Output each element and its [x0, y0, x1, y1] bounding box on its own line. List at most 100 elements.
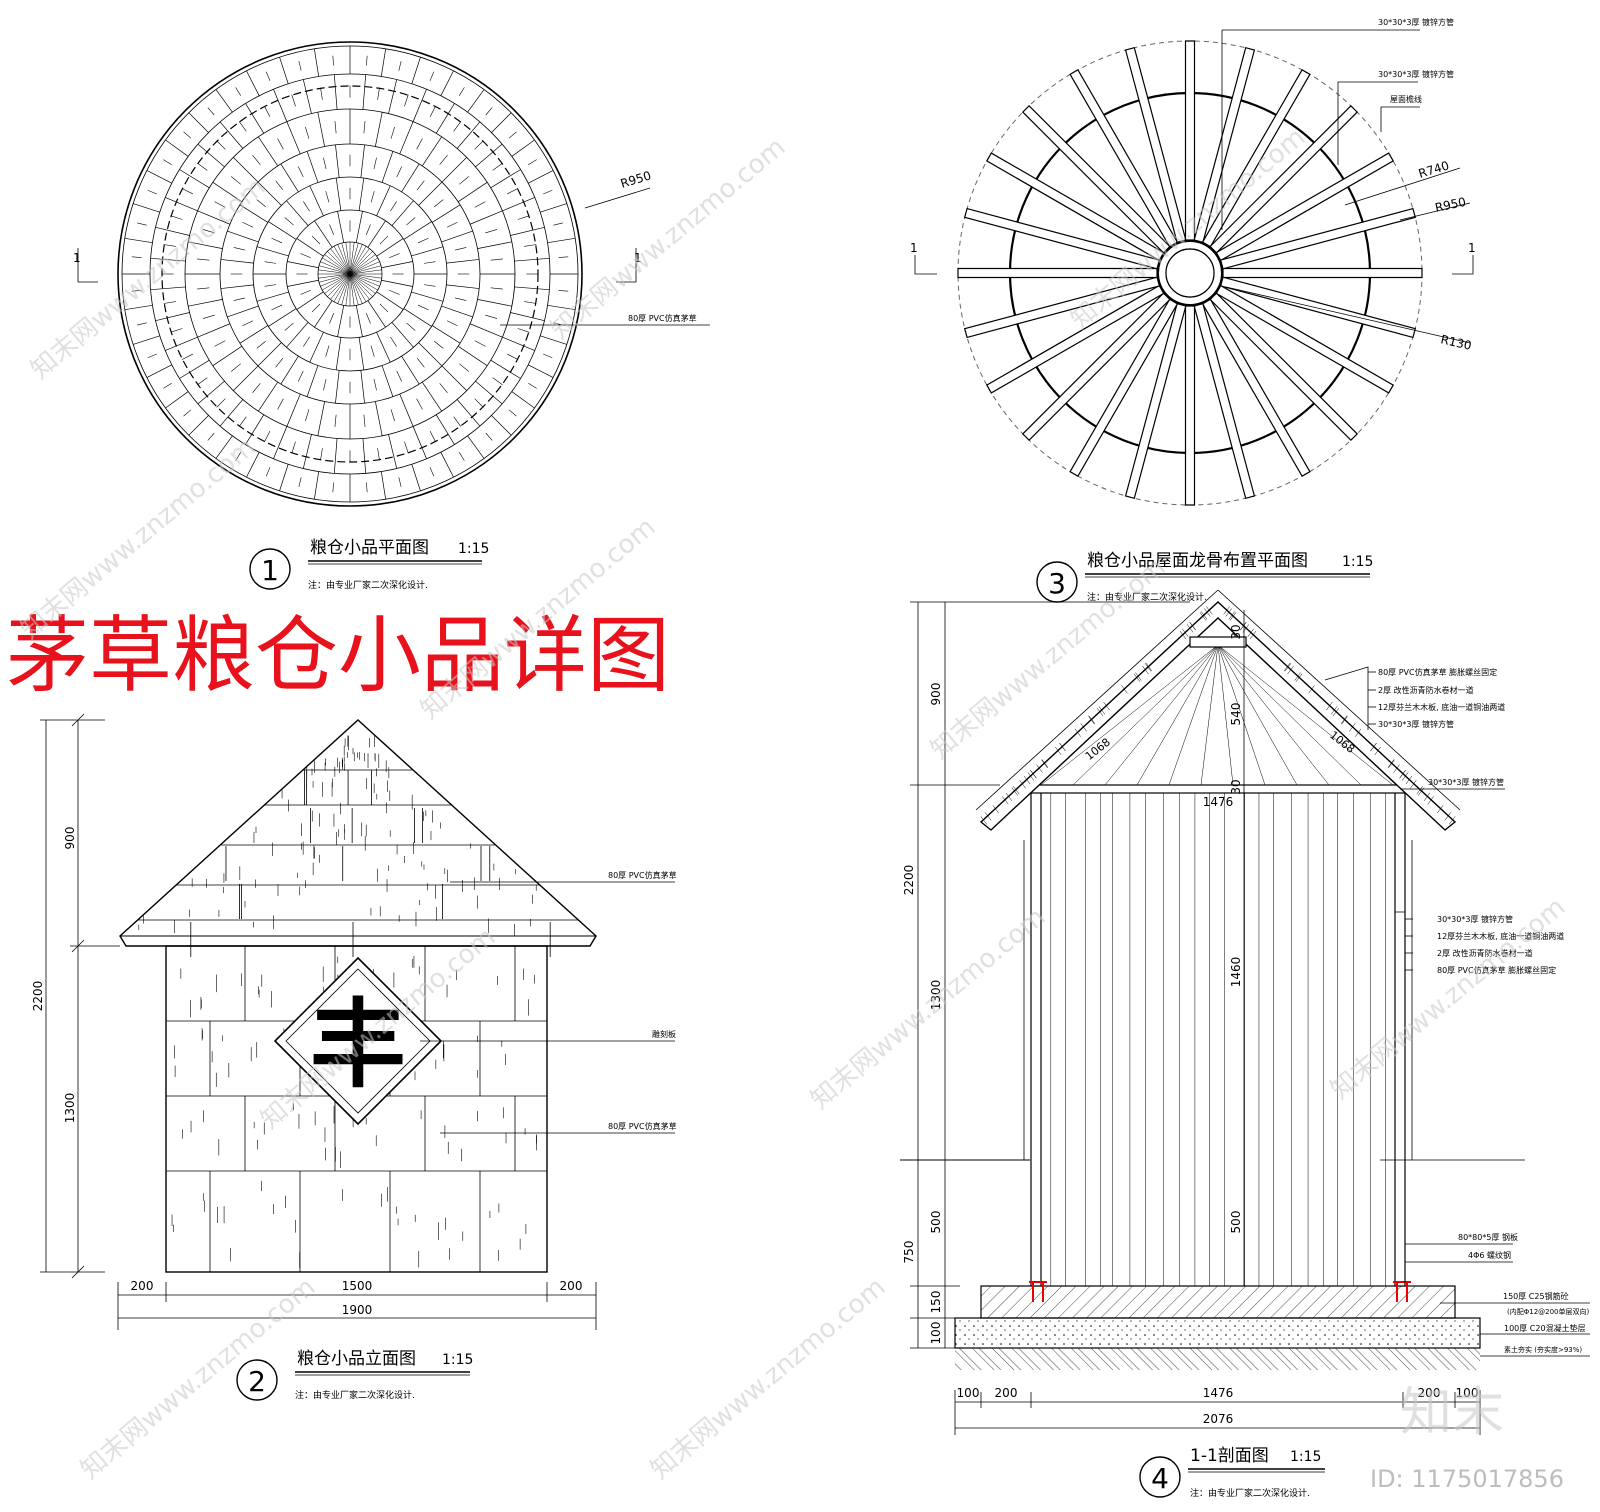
view1-tile-divider	[491, 112, 512, 133]
view1-center-spoke	[341, 243, 351, 275]
view4-dim-inner-0: 30	[1229, 624, 1243, 639]
view4-bottom-dims	[954, 1390, 1481, 1435]
view1-tile-divider	[306, 365, 319, 397]
view1-tile-divider	[355, 305, 363, 337]
view4-wall-left	[1030, 784, 1042, 1287]
view1-center-spoke	[327, 251, 351, 275]
view4-top-width: 1476	[1203, 795, 1234, 809]
view4-roof-thatch-stroke	[1121, 685, 1128, 694]
view1-thatch-stroke	[379, 303, 389, 313]
view1-center-spoke	[349, 242, 355, 275]
view1-tile-divider	[280, 355, 299, 385]
view1-tile-divider	[150, 257, 186, 262]
view2-dim-v-1: 2200	[31, 981, 45, 1012]
view3-section-mark-right-label: 1	[1468, 241, 1476, 255]
view1-tile-divider	[279, 464, 289, 491]
view4-roof-thatch-stroke	[1204, 608, 1211, 617]
watermark-text-11: 知末网www.znzmo.com	[75, 1272, 321, 1485]
view1-tile-divider	[360, 144, 365, 178]
view1-tile-divider	[528, 364, 554, 378]
view4-rafter-line	[1200, 644, 1219, 786]
view1-outer-circle	[117, 41, 583, 507]
view4-dim-bottom-1: 200	[995, 1386, 1018, 1400]
view1-tile-divider	[411, 57, 421, 84]
view1-thatch-stroke	[131, 256, 142, 258]
watermark-text-1: 知末网www.znzmo.com	[25, 172, 271, 385]
view1-thatch-stroke	[170, 328, 183, 333]
view1-tile-divider	[403, 221, 432, 240]
view1-thatch-stroke	[332, 482, 334, 493]
view2-vertical-dims	[40, 713, 120, 1279]
view1-tile-divider	[286, 393, 301, 427]
view4-roof-thatch-stroke	[1326, 701, 1333, 711]
view1-thatch-stroke	[459, 363, 469, 372]
view4-section-geometry	[900, 589, 1481, 1370]
view4-scale: 1:15	[1290, 1449, 1321, 1465]
view1-thatch-stroke	[434, 199, 444, 208]
view1-thatch-stroke	[300, 253, 311, 259]
view1-thatch-stroke	[485, 432, 493, 441]
view1-tile-divider	[528, 170, 554, 184]
view3-rafter	[1069, 68, 1179, 248]
view4-roof-thatch-stroke	[1294, 672, 1301, 681]
view1-thatch-stroke	[137, 222, 147, 226]
view4-roof-thatch-stroke	[1023, 775, 1031, 785]
view1-thatch-stroke	[181, 188, 193, 195]
view1-tile-divider	[388, 79, 398, 114]
view2-label-wall: 80厚 PVC仿真茅草	[608, 1121, 677, 1131]
view1-tile-divider	[188, 299, 223, 307]
view1-center-spoke	[320, 261, 351, 275]
view4-rafter-line	[1217, 644, 1266, 786]
view1-tile-divider	[446, 284, 480, 289]
view3-rafter	[1193, 46, 1256, 244]
watermark-id: ID: 1175017856	[1370, 1465, 1564, 1493]
view4-roof-label-0: 80厚 PVC仿真茅草 膨胀螺丝固定	[1378, 667, 1497, 677]
view3-rafter	[1209, 292, 1359, 442]
view1-tile-divider	[279, 57, 289, 84]
view1-tile-divider	[150, 286, 186, 291]
view1-thatch-stroke	[416, 180, 425, 190]
view1-center-spoke	[333, 273, 351, 302]
view4-roof-thatch-stroke	[1410, 780, 1417, 789]
view1-tile-divider	[215, 89, 233, 113]
view1-thatch-stroke	[458, 452, 465, 461]
view1-center-spoke	[349, 244, 363, 275]
view1-number-circle	[249, 548, 291, 590]
view3-rafter	[1069, 298, 1179, 478]
view1-thatch-stroke	[423, 261, 436, 264]
view3-section-mark-right	[1452, 255, 1474, 275]
view4-roof-thatch-stroke	[1225, 608, 1232, 617]
view1-thatch-stroke	[303, 201, 310, 212]
view1-thatch-stroke	[459, 176, 469, 185]
view1-thatch-stroke	[454, 297, 467, 301]
view3-rafter	[957, 267, 1158, 279]
view1-center-spoke	[337, 244, 351, 275]
view1-thatch-stroke	[242, 221, 254, 228]
view1-tile-divider	[258, 136, 279, 167]
view1-thatch-stroke	[298, 61, 302, 71]
view1-center-spoke	[319, 265, 351, 275]
view2-scale: 1:15	[442, 1352, 473, 1368]
view1-thatch-stroke	[311, 235, 321, 245]
view1-thatch-stroke	[379, 235, 389, 245]
view4-roof-thatch-stroke	[1145, 662, 1152, 671]
view1-center-spoke	[349, 261, 380, 275]
view1-thatch-stroke	[434, 340, 444, 349]
view1-tile-divider	[502, 336, 535, 351]
view3-rafter	[1219, 276, 1417, 339]
view2-title: 粮仓小品立面图	[297, 1349, 416, 1369]
view3-rafter-geometry	[957, 40, 1423, 506]
view1-tile-divider	[441, 365, 467, 391]
view1-tile-divider	[510, 226, 545, 236]
view4-top-ring	[1189, 636, 1247, 648]
view1-thatch-stroke	[485, 107, 493, 116]
view1-tile-divider	[362, 74, 367, 110]
view1-thatch-stroke	[553, 222, 563, 226]
view4-roof-thatch-stroke	[1427, 796, 1434, 805]
view4-roof-thatch-stroke	[1354, 728, 1362, 737]
view1-tile-divider	[335, 177, 342, 211]
view1-thatch-stroke	[377, 87, 380, 100]
view3-rafter	[1184, 40, 1196, 241]
view1-thatch-stroke	[370, 191, 375, 203]
view4-wall-label-1: 12厚芬兰木木板, 底油一道铜油两道	[1437, 931, 1564, 941]
